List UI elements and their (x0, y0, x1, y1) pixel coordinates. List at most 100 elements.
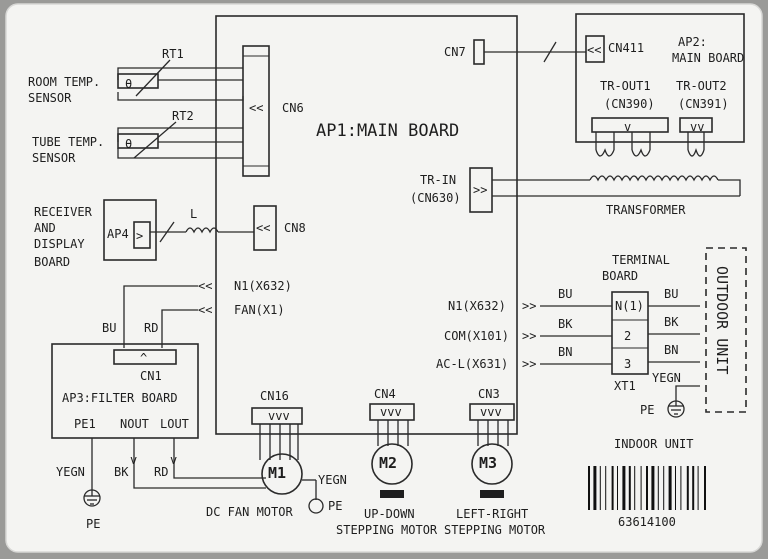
inductor-label: L (190, 207, 197, 221)
terminal-3: 3 (624, 357, 631, 371)
label-sheet (5, 3, 763, 553)
receiver-label-3: DISPLAY (34, 237, 85, 251)
outdoor-unit-outline (705, 247, 747, 413)
com-label: COM(X101) (444, 329, 509, 343)
svg-text:>>: >> (473, 183, 487, 197)
outdoor-unit-label: OUTDOOR UNIT (713, 266, 731, 374)
right-power-connections: N1(X632) COM(X101) AC-L(X631) >> >> >> B… (436, 287, 612, 371)
updown-label-1: UP-DOWN (364, 507, 415, 521)
svg-text:>>: >> (522, 299, 536, 313)
theta-symbol: θ (125, 77, 132, 91)
trout2-label: TR-OUT2 (676, 79, 727, 93)
indoor-unit-label: INDOOR UNIT (614, 437, 693, 451)
lr-label-2: STEPPING MOTOR (444, 523, 546, 537)
m1-pe: PE (328, 499, 342, 513)
updown-stepping-motor: CN4 vvv M2 UP-DOWN STEPPING MOTOR (336, 387, 438, 537)
cn411-label: CN411 (608, 41, 644, 55)
main-board-outline (215, 15, 518, 435)
dc-fan-motor: CN16 vvv M1 YEGN PE DC FAN MOTOR (206, 389, 347, 519)
cn8-label: CN8 (284, 221, 306, 235)
svg-text:>: > (136, 229, 143, 243)
cn6-connector: << CN6 (242, 45, 304, 177)
ap2-title-2: MAIN BOARD (672, 51, 744, 65)
m1-symbol (261, 453, 303, 495)
term-bu-right: BU (664, 287, 678, 301)
term-pe: PE (640, 403, 654, 417)
m3-symbol (471, 443, 513, 485)
term-bn-right: BN (664, 343, 678, 357)
terminal-title-1: TERMINAL (612, 253, 670, 267)
ap4-label: AP4 (107, 227, 129, 241)
room-sensor-label-1: ROOM TEMP. (28, 75, 100, 89)
cn3-label: CN3 (478, 387, 500, 401)
trout2-connector (679, 117, 713, 133)
room-temp-sensor: ROOM TEMP. SENSOR RT1 θ (28, 47, 244, 105)
svg-text:^: ^ (140, 351, 147, 365)
receiver-label-1: RECEIVER (34, 205, 93, 219)
svg-text:θ: θ (125, 137, 132, 151)
svg-text:>>: >> (522, 329, 536, 343)
lout-label: LOUT (160, 417, 189, 431)
filter-board: ^ CN1 AP3:FILTER BOARD PE1 NOUT LOUT YEG… (51, 343, 266, 531)
term-bk-left: BK (558, 317, 573, 331)
svg-text:<<: << (256, 221, 270, 235)
m1-yegn: YEGN (318, 473, 347, 487)
trout2-code: (CN391) (678, 97, 729, 111)
term-bn-left: BN (558, 345, 572, 359)
tube-sensor-label-2: SENSOR (32, 151, 76, 165)
left-power-connections: N1(X632) FAN(X1) << << BU RD (102, 279, 292, 348)
filter-title: AP3:FILTER BOARD (62, 391, 178, 405)
svg-text:vvv: vvv (480, 405, 502, 419)
transformer-coil (589, 175, 719, 182)
dc-fan-label: DC FAN MOTOR (206, 505, 293, 519)
room-sensor-label-2: SENSOR (28, 91, 72, 105)
terminal-1: N(1) (615, 299, 644, 313)
trout1-label: TR-OUT1 (600, 79, 651, 93)
main-board-title: AP1:MAIN BOARD (316, 121, 459, 141)
receiver-display-board: RECEIVER AND DISPLAY BOARD AP4 > L << CN… (34, 199, 306, 269)
svg-text:>>: >> (522, 357, 536, 371)
svg-text:v: v (624, 120, 631, 134)
rt2-label: RT2 (172, 109, 194, 123)
ap2-main-board: CN7 << CN411 AP2: MAIN BOARD TR-OUT1 (CN… (444, 13, 745, 157)
thermistor-arrow (135, 59, 171, 97)
tr-in-label: TR-IN (420, 173, 456, 187)
receiver-label-4: BOARD (34, 255, 70, 269)
tube-sensor-label-1: TUBE TEMP. (32, 135, 104, 149)
cn1-label: CN1 (140, 369, 162, 383)
lr-label-1: LEFT-RIGHT (456, 507, 528, 521)
term-yegn: YEGN (652, 371, 681, 385)
cn6-label: CN6 (282, 101, 304, 115)
main-board: AP1:MAIN BOARD (215, 15, 518, 435)
left-right-stepping-motor: CN3 vvv M3 LEFT-RIGHT STEPPING MOTOR (444, 387, 546, 537)
ap2-title-1: AP2: (678, 35, 707, 49)
m1-label: M1 (268, 464, 286, 482)
updown-label-2: STEPPING MOTOR (336, 523, 438, 537)
transformer-label: TRANSFORMER (606, 203, 686, 217)
nout-label: NOUT (120, 417, 149, 431)
terminal-board: TERMINAL BOARD N(1) 2 3 XT1 BU BK BN YEG… (602, 253, 700, 418)
pe1-label: PE1 (74, 417, 96, 431)
outdoor-unit: OUTDOOR UNIT (705, 247, 747, 413)
barcode (588, 466, 706, 510)
filter-rd2-label: RD (154, 465, 168, 479)
trout1-connector (591, 117, 669, 133)
receiver-label-2: AND (34, 221, 56, 235)
filter-pe-label: PE (86, 517, 100, 531)
trout1-code: (CN390) (604, 97, 655, 111)
n1-right-label: N1(X632) (448, 299, 506, 313)
filter-rd-label: RD (144, 321, 158, 335)
cn16-label: CN16 (260, 389, 289, 403)
svg-text:vvv: vvv (380, 405, 402, 419)
tr-in-code: (CN630) (410, 191, 461, 205)
filter-bu-label: BU (102, 321, 116, 335)
term-bk-right: BK (664, 315, 679, 329)
tube-temp-sensor: TUBE TEMP. SENSOR RT2 θ (32, 109, 243, 165)
svg-text:<<: << (587, 43, 601, 57)
filter-bk-label: BK (114, 465, 129, 479)
inductor-symbol (185, 227, 219, 234)
rt1-label: RT1 (162, 47, 184, 61)
cn4-label: CN4 (374, 387, 396, 401)
svg-text:<<: << (198, 303, 212, 317)
